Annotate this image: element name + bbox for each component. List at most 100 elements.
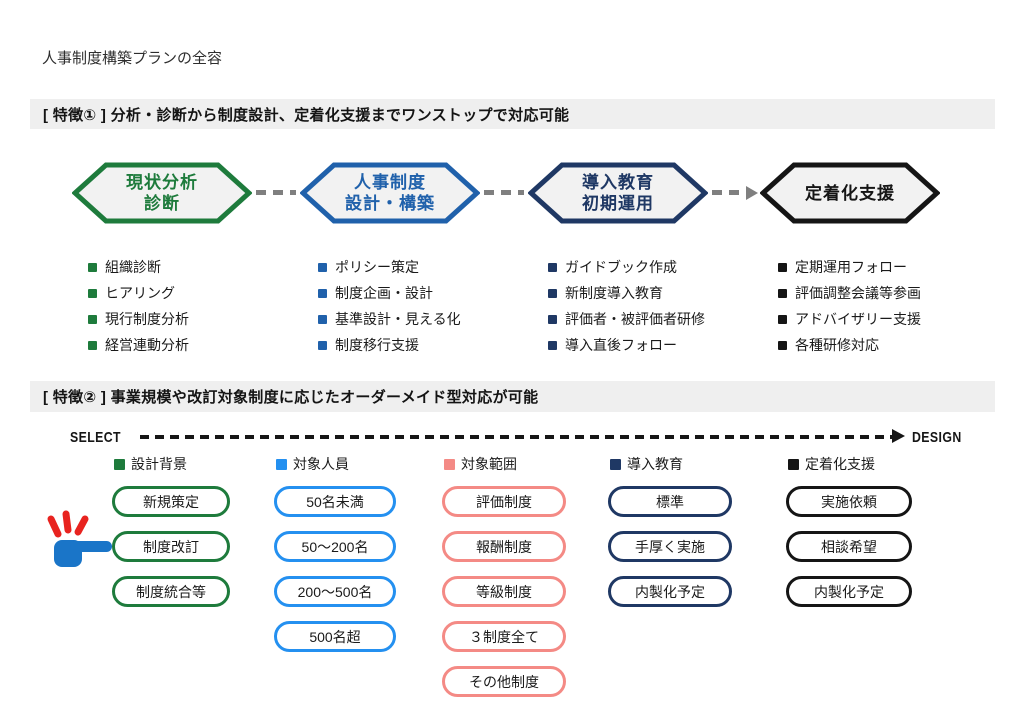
bullet-square-icon (548, 314, 557, 324)
speed-line-icon (47, 515, 62, 538)
connector-arrowhead-icon (746, 186, 758, 200)
dashed-connector (484, 190, 524, 195)
list-item: 基準設計・見える化 (318, 306, 461, 332)
step2-item-list: ポリシー策定 制度企画・設計 基準設計・見える化 制度移行支援 (318, 254, 461, 358)
option-pill: 新規策定 (112, 486, 230, 517)
list-item: 各種研修対応 (778, 332, 921, 358)
bullet-square-icon (88, 262, 97, 272)
bullet-square-icon (88, 340, 97, 350)
group-header: 定着化支援 (788, 455, 912, 473)
option-pill: 内製化予定 (786, 576, 912, 607)
bullet-square-icon (778, 262, 787, 272)
bullet-square-icon (778, 288, 787, 298)
option-pill: 等級制度 (442, 576, 566, 607)
hexagon-shape-icon (760, 162, 940, 224)
speed-line-icon (74, 515, 89, 536)
group-header: 設計背景 (114, 455, 230, 473)
list-item: 評価調整会議等参画 (778, 280, 921, 306)
bullet-square-icon (548, 262, 557, 272)
group-square-icon (114, 458, 125, 470)
step-label: 人事制度 設計・構築 (345, 173, 435, 213)
page-title: 人事制度構築プランの全容 (42, 50, 223, 67)
speed-line-icon (62, 510, 72, 534)
list-item: ポリシー策定 (318, 254, 461, 280)
group-header: 導入教育 (610, 455, 732, 473)
process-step-3: 導入教育 初期運用 (528, 161, 708, 225)
hexagon-outline (528, 162, 708, 224)
bullet-square-icon (318, 340, 327, 350)
group-square-icon (788, 458, 799, 470)
step1-item-list: 組織診断 ヒアリング 現行制度分析 経営連動分析 (88, 254, 189, 358)
group-header: 対象人員 (276, 455, 396, 473)
axis-arrowhead-icon (892, 429, 905, 443)
hexagon-shape-icon (528, 162, 708, 224)
option-pill: 50～200名 (274, 531, 396, 562)
list-item: 現行制度分析 (88, 306, 189, 332)
option-pill: 200～500名 (274, 576, 396, 607)
option-pill: 評価制度 (442, 486, 566, 517)
option-pill: 500名超 (274, 621, 396, 652)
hand-finger-shape (70, 541, 112, 552)
list-item: 評価者・被評価者研修 (548, 306, 705, 332)
option-pill: 相談希望 (786, 531, 912, 562)
group-retention-support: 定着化支援 実施依頼 相談希望 内製化予定 (786, 455, 912, 621)
hexagon-outline (760, 162, 940, 224)
list-item: 導入直後フォロー (548, 332, 705, 358)
list-item: 制度移行支援 (318, 332, 461, 358)
axis-label-select: SELECT (70, 429, 121, 446)
option-pill: 標準 (608, 486, 732, 517)
step3-item-list: ガイドブック作成 新制度導入教育 評価者・被評価者研修 導入直後フォロー (548, 254, 705, 358)
hexagon-shape-icon (300, 162, 480, 224)
option-pill: その他制度 (442, 666, 566, 697)
bullet-square-icon (548, 340, 557, 350)
option-pill: 内製化予定 (608, 576, 732, 607)
option-pill: 実施依頼 (786, 486, 912, 517)
bullet-square-icon (778, 340, 787, 350)
group-header: 対象範囲 (444, 455, 566, 473)
dashed-connector (256, 190, 296, 195)
option-pill: ３制度全て (442, 621, 566, 652)
option-pill: 50名未満 (274, 486, 396, 517)
group-target-headcount: 対象人員 50名未満 50～200名 200～500名 500名超 (274, 455, 396, 666)
option-pill: 報酬制度 (442, 531, 566, 562)
group-square-icon (444, 458, 455, 470)
group-target-scope: 対象範囲 評価制度 報酬制度 等級制度 ３制度全て その他制度 (442, 455, 566, 709)
group-design-background: 設計背景 新規策定 制度改訂 制度統合等 (112, 455, 230, 621)
process-step-2: 人事制度 設計・構築 (300, 161, 480, 225)
bullet-square-icon (548, 288, 557, 298)
process-step-1: 現状分析 診断 (72, 161, 252, 225)
list-item: 定期運用フォロー (778, 254, 921, 280)
feature1-header-text: [ 特徴① ] 分析・診断から制度設計、定着化支援までワンストップで対応可能 (43, 106, 570, 124)
bullet-square-icon (318, 314, 327, 324)
list-item: アドバイザリー支援 (778, 306, 921, 332)
list-item: 組織診断 (88, 254, 189, 280)
hexagon-shape-icon (72, 162, 252, 224)
option-pill: 制度改訂 (112, 531, 230, 562)
option-pill: 手厚く実施 (608, 531, 732, 562)
list-item: 新制度導入教育 (548, 280, 705, 306)
group-intro-training: 導入教育 標準 手厚く実施 内製化予定 (608, 455, 732, 621)
list-item: ヒアリング (88, 280, 189, 306)
hexagon-outline (300, 162, 480, 224)
group-square-icon (610, 458, 621, 470)
bullet-square-icon (318, 288, 327, 298)
feature1-header-bar: [ 特徴① ] 分析・診断から制度設計、定着化支援までワンストップで対応可能 (30, 99, 995, 129)
bullet-square-icon (88, 314, 97, 324)
bullet-square-icon (778, 314, 787, 324)
list-item: 経営連動分析 (88, 332, 189, 358)
step4-item-list: 定期運用フォロー 評価調整会議等参画 アドバイザリー支援 各種研修対応 (778, 254, 921, 358)
option-pill: 制度統合等 (112, 576, 230, 607)
dashed-connector (712, 190, 746, 195)
feature2-header-text: [ 特徴② ] 事業規模や改訂対象制度に応じたオーダーメイド型対応が可能 (43, 389, 539, 406)
step-label: 導入教育 初期運用 (582, 173, 654, 213)
step-label: 定着化支援 (805, 183, 895, 203)
list-item: 制度企画・設計 (318, 280, 461, 306)
bullet-square-icon (88, 288, 97, 298)
list-item: ガイドブック作成 (548, 254, 705, 280)
pointer-hand-icon (47, 510, 112, 567)
axis-label-design: DESIGN (912, 429, 962, 446)
bullet-square-icon (318, 262, 327, 272)
step-label: 現状分析 診断 (126, 173, 198, 213)
process-step-4: 定着化支援 (760, 161, 940, 225)
